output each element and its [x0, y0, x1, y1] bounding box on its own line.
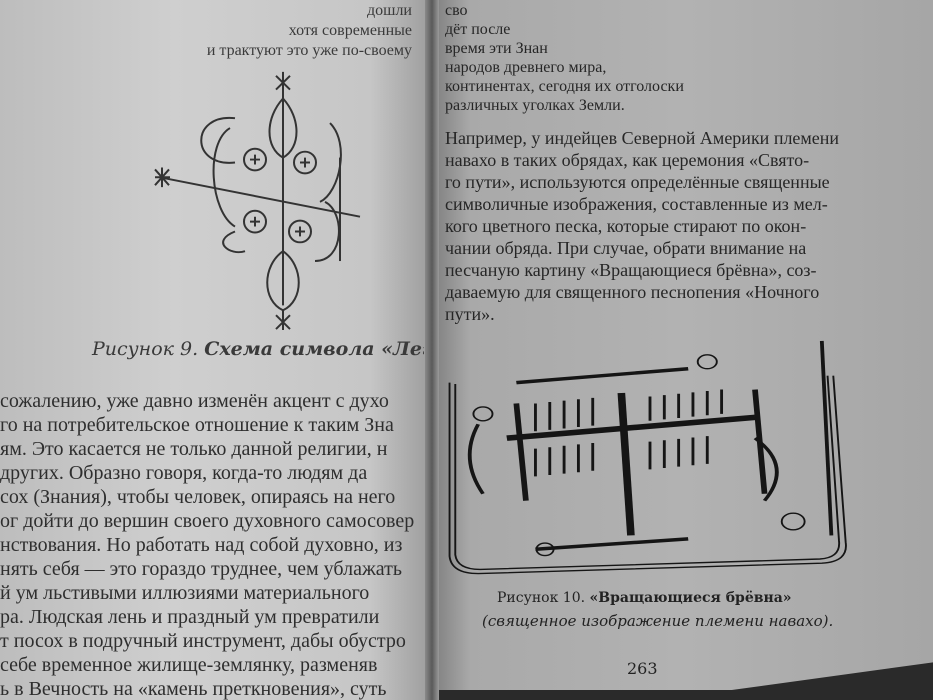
paragraph-line: чании обряда. При случае, обрати внимани… [445, 238, 807, 258]
body-line: сожалению, уже давно изменён акцент с ду… [0, 390, 389, 412]
whirling-logs-figure [448, 340, 847, 575]
right-top-line: континентах, сегодня их отголоски [445, 78, 684, 95]
right-top-line: дёт после [445, 21, 511, 38]
body-line: нять себя — это гораздо труднее, чем убл… [0, 558, 402, 580]
body-line: го на потребительское отношение к таким … [0, 414, 394, 436]
left-top-fragment: хотя современные [288, 22, 412, 39]
right-top-line: время эти Знан [445, 40, 548, 57]
left-top-fragment: дошли [366, 2, 412, 19]
body-line: й ум льстивыми иллюзиями материального [0, 582, 370, 604]
figure-10-prefix: Рисунок 10. [497, 590, 586, 606]
body-line: нствования. Но работать над собой духовн… [0, 534, 403, 556]
paragraph-line: символичные изображения, составленные из… [445, 194, 828, 214]
body-line: других. Образно говоря, когда-то людям д… [0, 462, 368, 484]
right-top-line: народов древнего мира, [445, 59, 607, 76]
paragraph-line: даваемую для священного песнопения «Ночн… [445, 282, 820, 302]
right-top-line: различных уголках Земли. [445, 97, 625, 114]
figure-9-title: Схема символа «Легба». [204, 338, 424, 360]
body-line: ям. Это касается не только данной религи… [0, 438, 388, 460]
figure-9-prefix: Рисунок 9. [92, 338, 199, 360]
figure-10-subtitle: (священное изображение племени навахо). [482, 612, 834, 630]
left-page [0, 0, 435, 700]
body-line: ь в Вечность на «камень преткновения», с… [0, 678, 387, 700]
left-top-fragment: и трактуют это уже по-своему [206, 42, 412, 59]
paragraph-line: навахо в таких обрядах, как церемония «С… [445, 150, 810, 170]
right-page [430, 0, 933, 690]
paragraph-line: пути». [445, 304, 495, 324]
paragraph-line: Например, у индейцев Северной Америки пл… [445, 128, 840, 148]
body-line: ог дойти до вершин своего духовного само… [0, 510, 415, 532]
right-top-line: сво [445, 2, 468, 19]
figure-10-title: «Вращающиеся брёвна» [589, 590, 792, 606]
figure-10-caption: Рисунок 10. «Вращающиеся брёвна» [497, 590, 792, 607]
body-line: ра. Людская лень и праздный ум превратил… [0, 606, 380, 628]
figure-9-caption: Рисунок 9. Схема символа «Легба». [92, 338, 424, 360]
body-line: т посох в подручный инструмент, дабы обу… [0, 630, 406, 652]
body-line: себе временное жилище-землянку, разменяв [0, 654, 378, 676]
left-page-text: дошли хотя современные и трактуют это уж… [0, 0, 424, 700]
legba-symbol-figure [154, 71, 361, 330]
page-number: 263 [627, 659, 658, 678]
body-line: сох (Знания), чтобы человек, опираясь на… [0, 486, 396, 508]
paragraph-line: го пути», используются определённые свящ… [445, 172, 830, 192]
paragraph-line: кого цветного песка, которые стирают по … [445, 216, 807, 236]
paragraph-line: песчаную картину «Вращающиеся брёвна», с… [445, 260, 817, 280]
book-gutter [425, 0, 439, 700]
